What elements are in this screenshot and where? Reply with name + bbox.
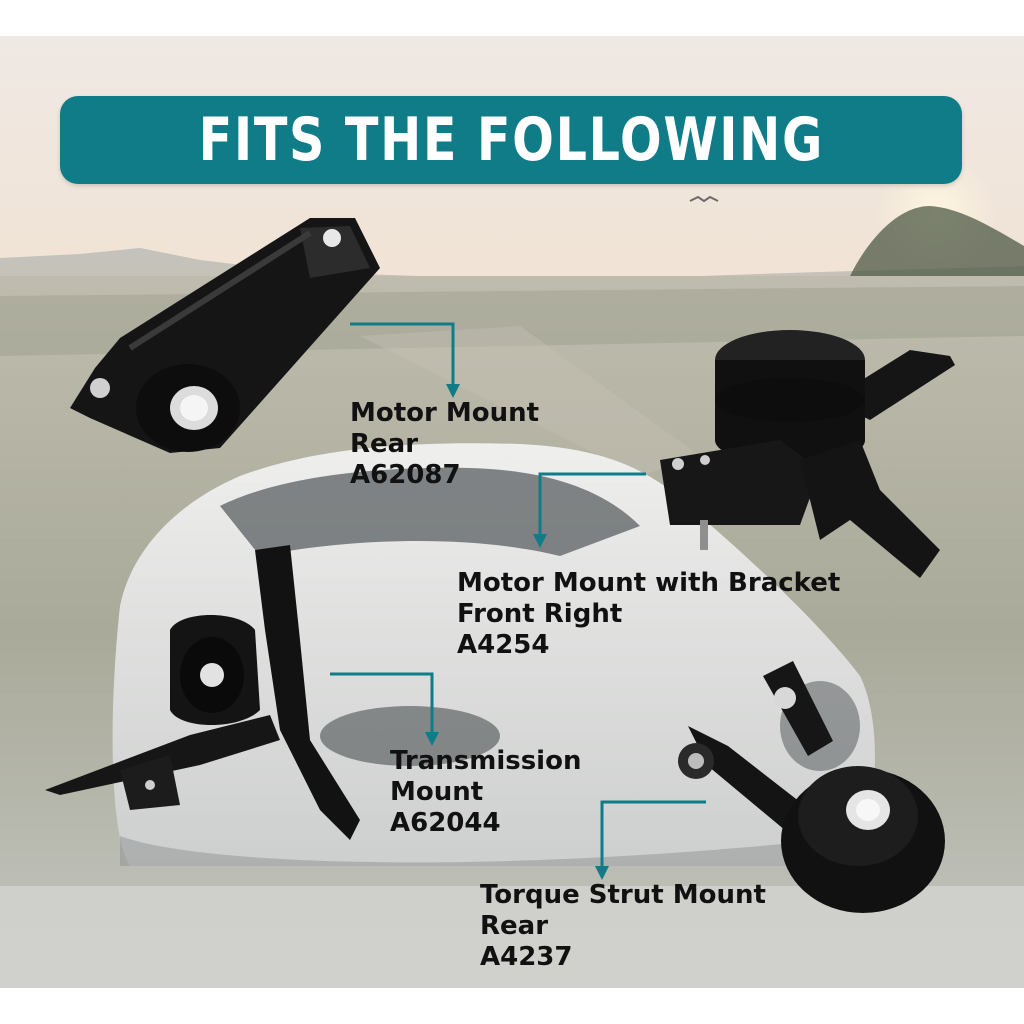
- part-position-line: Front Right: [457, 599, 623, 629]
- part-name-line: Motor Mount: [350, 398, 540, 428]
- part-name-line: Motor Mount with Bracket: [457, 568, 841, 598]
- title-banner: FITS THE FOLLOWING: [60, 96, 962, 184]
- part-label-torque-strut-mount: Torque Strut Mount Rear A4237: [480, 880, 766, 973]
- motor-mount-bracket-icon: [650, 320, 970, 580]
- part-number-line: A62044: [390, 808, 501, 838]
- torque-strut-mount-icon: [668, 656, 958, 926]
- top-margin: [0, 0, 1024, 36]
- motor-mount-rear-icon: [60, 208, 390, 458]
- part-label-motor-mount-bracket: Motor Mount with Bracket Front Right A42…: [457, 568, 840, 661]
- part-number-line: A62087: [350, 460, 461, 490]
- part-position-line: Rear: [480, 911, 549, 941]
- part-label-transmission-mount: Transmission Mount A62044: [390, 746, 581, 839]
- part-number-line: A4237: [480, 942, 573, 972]
- transmission-mount-icon: [40, 540, 370, 850]
- part-position-line: Mount: [390, 777, 484, 807]
- banner-title: FITS THE FOLLOWING: [198, 105, 824, 175]
- part-label-motor-mount-rear: Motor Mount Rear A62087: [350, 398, 539, 491]
- part-name-line: Torque Strut Mount: [480, 880, 766, 910]
- part-number-line: A4254: [457, 630, 550, 660]
- bottom-margin: [0, 988, 1024, 1024]
- part-position-line: Rear: [350, 429, 419, 459]
- part-name-line: Transmission: [390, 746, 582, 776]
